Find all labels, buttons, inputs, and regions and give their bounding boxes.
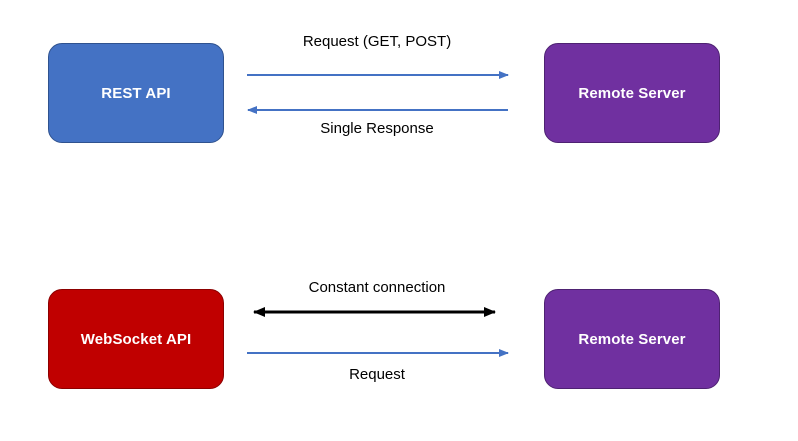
rest-api-label: REST API	[101, 84, 171, 102]
websocket-api-box: WebSocket API	[48, 289, 224, 389]
remote-server-box-top: Remote Server	[544, 43, 720, 143]
remote-server-label-top: Remote Server	[578, 84, 686, 102]
connection-label-websocket: Constant connection	[308, 279, 446, 296]
remote-server-label-bottom: Remote Server	[578, 330, 686, 348]
rest-api-box: REST API	[48, 43, 224, 143]
response-label-rest: Single Response	[320, 120, 434, 137]
remote-server-box-bottom: Remote Server	[544, 289, 720, 389]
request-label-rest: Request (GET, POST)	[302, 33, 452, 50]
websocket-api-label: WebSocket API	[80, 330, 192, 348]
request-label-websocket: Request	[349, 366, 405, 383]
